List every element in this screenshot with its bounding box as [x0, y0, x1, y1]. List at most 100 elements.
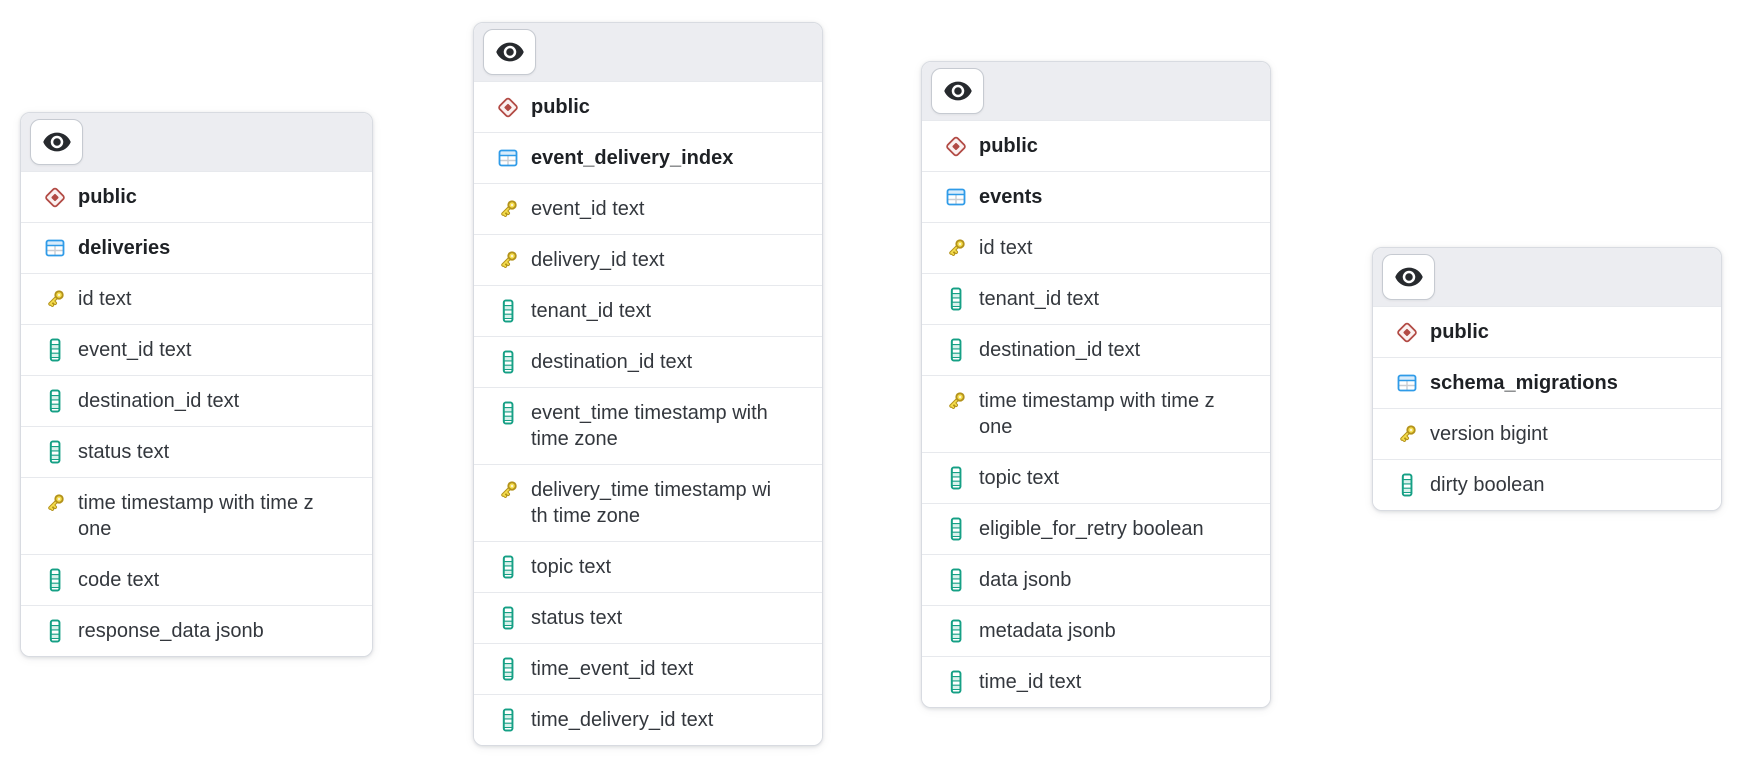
column-row[interactable]: data jsonb	[922, 554, 1270, 605]
card-header[interactable]	[21, 113, 372, 171]
column-row[interactable]: event_time timestamp with time zone	[474, 387, 822, 464]
column-name: event_id	[531, 198, 607, 220]
column-row[interactable]: event_id text	[21, 324, 372, 375]
table-name: events	[979, 186, 1043, 208]
column-row[interactable]: response_data jsonb	[21, 605, 372, 656]
column-name: delivery_time	[531, 479, 649, 501]
column-name: time_delivery_id	[531, 709, 676, 731]
schema-row[interactable]: public	[21, 171, 372, 222]
primary-key-icon	[43, 490, 67, 516]
column-row[interactable]: version bigint	[1373, 408, 1721, 459]
column-row[interactable]: id text	[922, 222, 1270, 273]
column-icon	[944, 669, 968, 695]
table-name-row[interactable]: event_delivery_index	[474, 132, 822, 183]
column-row[interactable]: event_id text	[474, 183, 822, 234]
column-icon	[496, 400, 520, 426]
column-row[interactable]: destination_id text	[21, 375, 372, 426]
column-type: timestamp with time zone	[979, 390, 1215, 438]
column-list: version bigint dirty boolean	[1373, 408, 1721, 510]
column-type: jsonb	[1067, 620, 1116, 642]
column-row[interactable]: time timestamp with time zone	[21, 477, 372, 554]
schema-diamond-icon	[43, 184, 67, 210]
table-card[interactable]: public deliveries	[20, 112, 373, 657]
column-type: text	[136, 441, 170, 463]
eye-icon	[42, 127, 72, 157]
table-icon	[43, 235, 67, 261]
table-name-row[interactable]: schema_migrations	[1373, 357, 1721, 408]
column-name: data	[979, 569, 1018, 591]
column-row[interactable]: destination_id text	[922, 324, 1270, 375]
column-name: dirty	[1430, 474, 1468, 496]
column-name: time_event_id	[531, 658, 656, 680]
eye-icon	[495, 37, 525, 67]
column-name: status	[531, 607, 585, 629]
column-type: text	[159, 339, 192, 361]
table-name: event_delivery_index	[531, 147, 734, 169]
column-row[interactable]: destination_id text	[474, 336, 822, 387]
column-name: time	[979, 390, 1017, 412]
column-icon	[944, 516, 968, 542]
visibility-toggle-button[interactable]	[931, 68, 984, 114]
table-icon	[496, 145, 520, 171]
column-type: text	[1066, 288, 1100, 310]
visibility-toggle-button[interactable]	[483, 29, 536, 75]
schema-row[interactable]: public	[922, 120, 1270, 171]
table-name-row[interactable]: events	[922, 171, 1270, 222]
column-name: code	[78, 569, 122, 591]
table-name-row[interactable]: deliveries	[21, 222, 372, 273]
column-row[interactable]: tenant_id text	[474, 285, 822, 336]
column-name: id	[979, 237, 995, 259]
column-row[interactable]: code text	[21, 554, 372, 605]
column-row[interactable]: topic text	[922, 452, 1270, 503]
eye-icon	[1394, 262, 1424, 292]
visibility-toggle-button[interactable]	[30, 119, 83, 165]
column-row[interactable]: delivery_time timestamp with time zone	[474, 464, 822, 541]
column-type: boolean	[1132, 518, 1204, 540]
table-name: deliveries	[78, 237, 171, 259]
column-row[interactable]: dirty boolean	[1373, 459, 1721, 510]
column-row[interactable]: metadata jsonb	[922, 605, 1270, 656]
column-name: destination_id	[78, 390, 202, 412]
column-type: text	[1026, 467, 1060, 489]
column-row[interactable]: topic text	[474, 541, 822, 592]
visibility-toggle-button[interactable]	[1382, 254, 1435, 300]
schema-diamond-icon	[944, 133, 968, 159]
column-icon	[43, 337, 67, 363]
column-row[interactable]: status text	[474, 592, 822, 643]
column-name: topic	[979, 467, 1022, 489]
schema-name: public	[78, 186, 137, 208]
table-icon	[944, 184, 968, 210]
schema-row[interactable]: public	[1373, 306, 1721, 357]
card-header[interactable]	[1373, 248, 1721, 306]
column-type: text	[207, 390, 240, 412]
column-icon	[944, 337, 968, 363]
schema-row[interactable]: public	[474, 81, 822, 132]
table-card[interactable]: public schema_migrations	[1372, 247, 1722, 511]
column-row[interactable]: tenant_id text	[922, 273, 1270, 324]
column-list: id text tenant_id text destina	[922, 222, 1270, 707]
column-row[interactable]: status text	[21, 426, 372, 477]
card-header[interactable]	[474, 23, 822, 81]
column-type: text	[99, 288, 132, 310]
column-icon	[496, 707, 520, 733]
column-row[interactable]: delivery_id text	[474, 234, 822, 285]
column-name: eligible_for_retry	[979, 518, 1127, 540]
column-icon	[496, 298, 520, 324]
column-name: topic	[531, 556, 574, 578]
primary-key-icon	[496, 247, 520, 273]
table-card[interactable]: public event_delivery_index	[473, 22, 823, 746]
column-name: status	[78, 441, 132, 463]
column-row[interactable]: time_delivery_id text	[474, 694, 822, 745]
column-name: tenant_id	[531, 300, 614, 322]
column-icon	[944, 286, 968, 312]
column-row[interactable]: id text	[21, 273, 372, 324]
table-icon	[1395, 370, 1419, 396]
card-header[interactable]	[922, 62, 1270, 120]
column-icon	[496, 349, 520, 375]
column-type: text	[612, 198, 645, 220]
table-card[interactable]: public events	[921, 61, 1271, 708]
column-row[interactable]: time timestamp with time zone	[922, 375, 1270, 452]
column-row[interactable]: time_event_id text	[474, 643, 822, 694]
column-row[interactable]: eligible_for_retry boolean	[922, 503, 1270, 554]
column-row[interactable]: time_id text	[922, 656, 1270, 707]
